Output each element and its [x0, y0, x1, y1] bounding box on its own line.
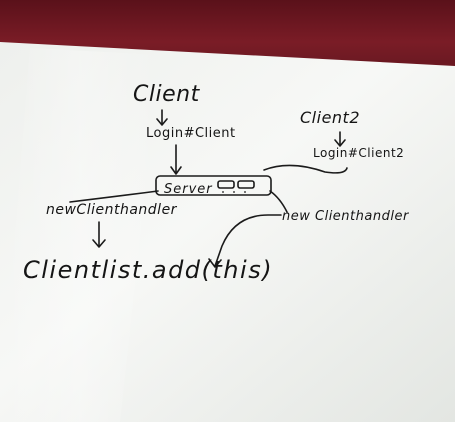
server-led-2 [233, 191, 235, 193]
client2-label: Client2 [300, 108, 360, 127]
client2-down-arrow [334, 131, 346, 147]
new-client-handler-label-right: new Clienthandler [282, 209, 409, 224]
server-port-1 [217, 180, 235, 189]
login-client-label: Login#Client [146, 126, 236, 141]
server-to-handler2-curve [269, 190, 288, 213]
clientlist-add-label: Clientlist.add(this) [23, 256, 274, 284]
board-glare [0, 48, 160, 422]
server-port-2 [237, 180, 255, 189]
server-box [155, 175, 272, 196]
client-label: Client [133, 82, 200, 107]
server-led-1 [222, 191, 224, 193]
new-client-handler-label-left: newClienthandler [46, 202, 177, 218]
client-down-arrow [156, 109, 168, 126]
login-to-server-arrow [170, 144, 182, 175]
server-to-handler1-curve [69, 190, 159, 203]
login-client2-label: Login#Client2 [313, 146, 405, 160]
server-led-3 [244, 191, 246, 193]
server-label: Server [164, 182, 213, 197]
handler2-to-clientlist-arrow [208, 214, 282, 268]
handler1-to-clientlist-arrow [92, 221, 106, 248]
login2-to-server-curve [263, 164, 348, 174]
